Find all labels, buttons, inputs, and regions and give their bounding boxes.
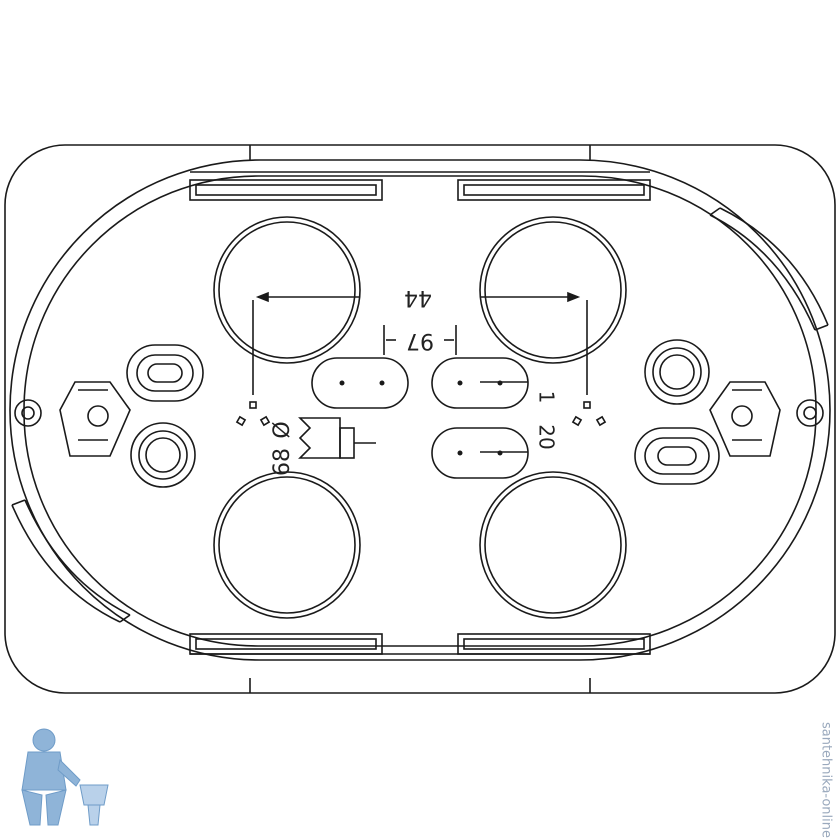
dimension-1-label: 1 (535, 391, 559, 404)
slot-top-right (431, 357, 529, 409)
mount-ear-left (59, 381, 131, 457)
screw-right (796, 399, 824, 427)
tick-marks (235, 401, 607, 427)
diameter-symbol: Ø (270, 421, 295, 438)
outer-frame (4, 144, 836, 694)
plumber-mascot-logo (21, 728, 109, 826)
knockout-bottom-right (479, 471, 627, 619)
dimension-20-label: 20 (535, 424, 559, 449)
dimension-44-label: 44 (404, 285, 432, 310)
knockout-bottom-left (213, 471, 361, 619)
box-oval-inner (23, 175, 817, 647)
boss-right-top (644, 339, 710, 405)
latch-top-right (457, 179, 651, 201)
latch-side-right (709, 207, 829, 331)
latch-top-left (189, 179, 383, 201)
boss-right-bottom (634, 427, 720, 485)
watermark-text: santehnika-online (819, 722, 834, 838)
boss-left-bottom (130, 422, 196, 488)
latch-bottom-right (457, 633, 651, 655)
mount-ear-right (709, 381, 781, 457)
slot-dots (339, 380, 503, 456)
screw-left (14, 399, 42, 427)
hole-saw-symbol (298, 417, 376, 459)
slot-bottom-right (431, 427, 529, 479)
knockout-top-right (479, 216, 627, 364)
dimension-97-label: 97 (406, 328, 434, 353)
knockout-top-left (213, 216, 361, 364)
latch-side-left (11, 499, 131, 623)
slot-top-left (311, 357, 409, 409)
diameter-68-label: 68 (270, 448, 295, 476)
box-oval-outer (9, 159, 831, 661)
boss-left-top (126, 344, 204, 402)
latch-bottom-left (189, 633, 383, 655)
dimension-lines (252, 291, 588, 453)
